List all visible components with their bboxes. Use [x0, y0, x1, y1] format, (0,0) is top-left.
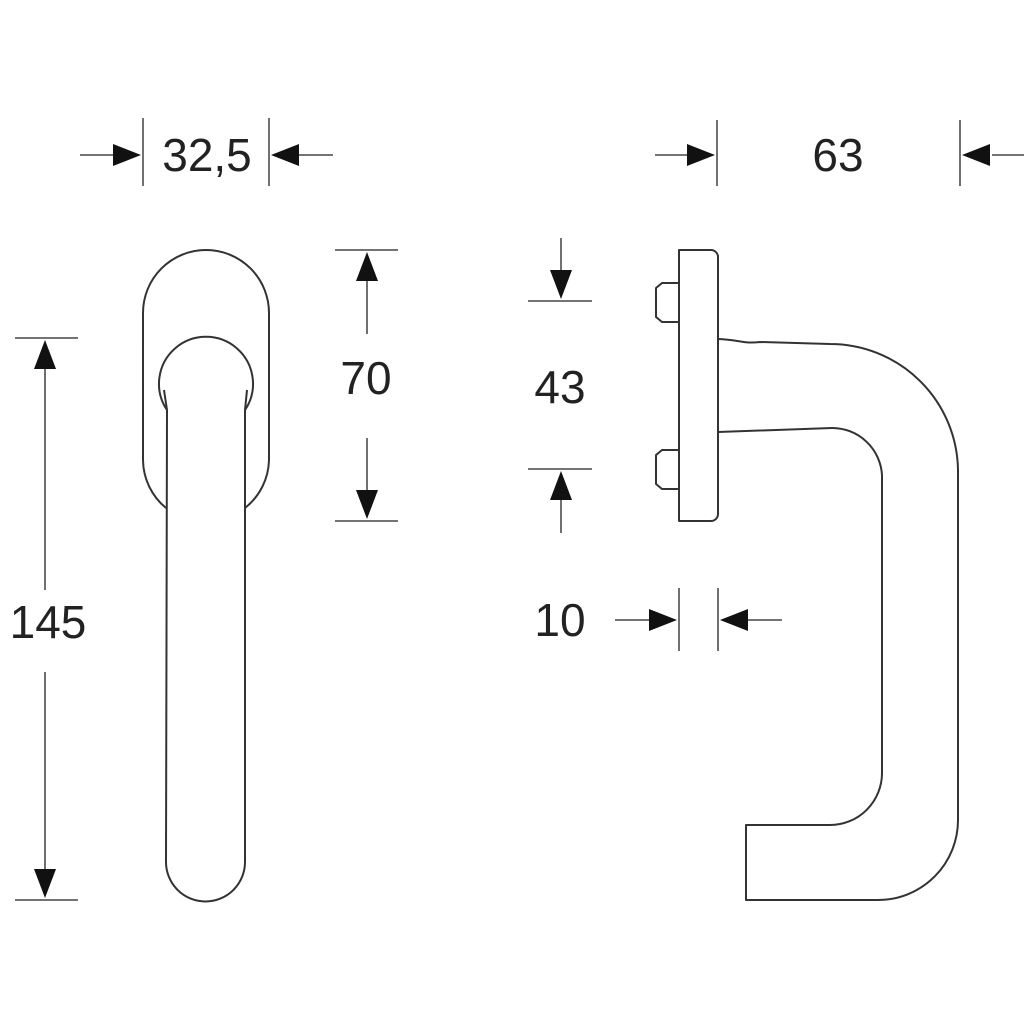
front-view	[142, 249, 270, 903]
dimension-bolt-spacing: 43	[528, 238, 592, 533]
bolt-top	[655, 282, 679, 323]
bolt-bottom	[655, 449, 679, 490]
dimension-label: 43	[534, 361, 585, 413]
dimension-label: 63	[812, 129, 863, 181]
dimension-label: 70	[340, 352, 391, 404]
dimension-total-height: 145	[10, 337, 87, 901]
dimension-rosette-thickness: 10	[534, 588, 782, 651]
dimension-label: 145	[10, 596, 87, 648]
dimension-label: 32,5	[162, 129, 252, 181]
dimension-projection: 63	[655, 120, 1024, 186]
dimension-label: 10	[534, 594, 585, 646]
rosette-plate	[678, 249, 719, 522]
handle-grip	[717, 338, 959, 901]
dimension-rosette-width: 32,5	[80, 118, 333, 186]
lever-body	[163, 389, 248, 903]
dimension-rosette-height: 70	[335, 249, 398, 522]
side-view	[655, 249, 959, 901]
